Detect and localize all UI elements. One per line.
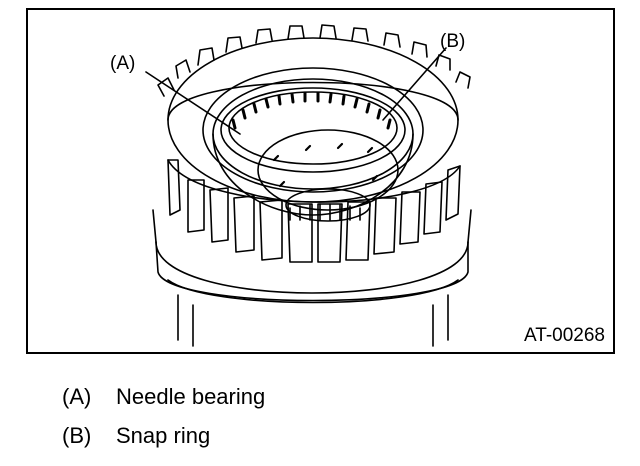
transmission-drum-illustration [145, 24, 472, 347]
callout-a-label: (A) [110, 53, 136, 74]
lower-housing [152, 209, 472, 347]
legend-row-b: (B) Snap ring [62, 423, 210, 449]
legend-row-a: (A) Needle bearing [62, 384, 265, 410]
legend-text-b: Snap ring [116, 423, 211, 448]
needle-bearing-and-snap-ring [220, 87, 406, 173]
figure-code: AT-00268 [524, 325, 605, 346]
inner-bore [202, 67, 424, 222]
leader-line-a [145, 71, 241, 135]
legend-key-b: (B) [62, 423, 92, 448]
illustration-frame: (A) (B) AT-00268 [26, 8, 615, 354]
outer-toothed-ring [157, 24, 471, 263]
callout-b-label: (B) [440, 31, 466, 52]
legend-key-a: (A) [62, 384, 92, 409]
legend-text-a: Needle bearing [116, 384, 266, 409]
leader-line-b [382, 47, 447, 121]
